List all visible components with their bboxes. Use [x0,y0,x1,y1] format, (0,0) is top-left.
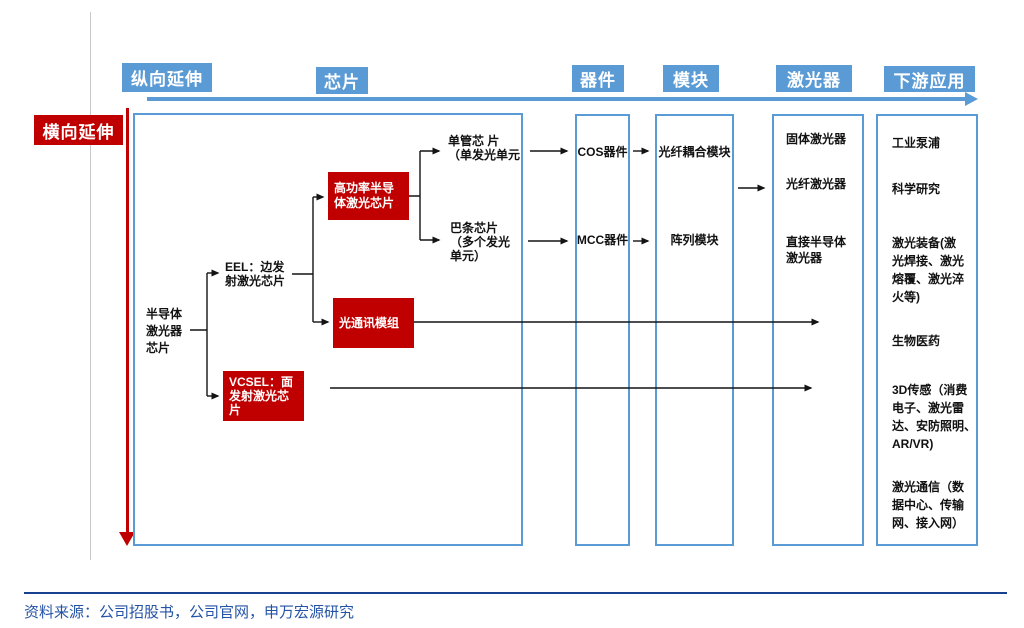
laser-type-direct-diode: 直接半导体 激光器 [786,235,847,265]
chip-column-box [133,113,523,546]
node-vcsel-surface-emitting-chip: VCSEL：面 发射激光芯 片 [223,371,304,421]
node-cos-device: COS器件 [577,145,628,159]
page-border-line [90,12,91,560]
down-arrow-shaft [126,108,129,534]
node-single-tube-chip: 单管芯 片 （单发光单元 [448,134,521,162]
module-column-box [655,114,734,546]
node-high-power-semiconductor-laser-chip: 高功率半导 体激光芯片 [328,172,409,220]
node-eel-edge-emitting-chip: EEL：边发 射激光芯片 [225,260,286,288]
application-biomedicine: 生物医药 [892,334,941,348]
laser-type-fiber: 光纤激光器 [786,177,847,191]
application-scientific-research: 科学研究 [892,182,941,196]
stage-header-application: 下游应用 [884,66,975,92]
application-laser-equipment: 激光装备(激 光焊接、激光 熔覆、激光淬 火等) [892,236,965,304]
node-mcc-device: MCC器件 [576,233,629,247]
application-column-box [876,114,978,546]
stage-header-chip: 芯片 [316,67,368,94]
node-optical-communication-module: 光通讯模组 [333,298,414,348]
stage-header-laser: 激光器 [776,65,852,92]
laser-column-box [772,114,864,546]
application-industrial-pumping: 工业泵浦 [892,136,941,150]
application-3d-sensing: 3D传感（消费 电子、激光雷 达、安防照明、 AR/VR) [892,383,977,451]
footer-divider [24,592,1007,594]
right-arrowhead-icon [965,92,978,106]
stage-header-device: 器件 [572,65,624,92]
node-fiber-coupling-module: 光纤耦合模块 [658,145,731,159]
source-note: 资料来源：公司招股书，公司官网，申万宏源研究 [24,604,355,621]
down-arrowhead-icon [119,532,135,546]
node-bar-chip: 巴条芯片 （多个发光 单元） [450,221,511,263]
laser-type-solid-state: 固体激光器 [786,132,847,146]
device-column-box [575,114,630,546]
horizontal-extension-label: 横向延伸 [34,115,123,145]
node-array-module: 阵列模块 [670,233,719,247]
stage-flow-arrow [147,97,965,101]
stage-header-module: 模块 [663,65,719,92]
vertical-extension-label: 纵向延伸 [122,63,212,92]
node-semiconductor-laser-chip: 半导体 激光器 芯片 [146,307,183,355]
application-laser-communication: 激光通信（数 据中心、传输 网、接入网） [892,480,965,530]
